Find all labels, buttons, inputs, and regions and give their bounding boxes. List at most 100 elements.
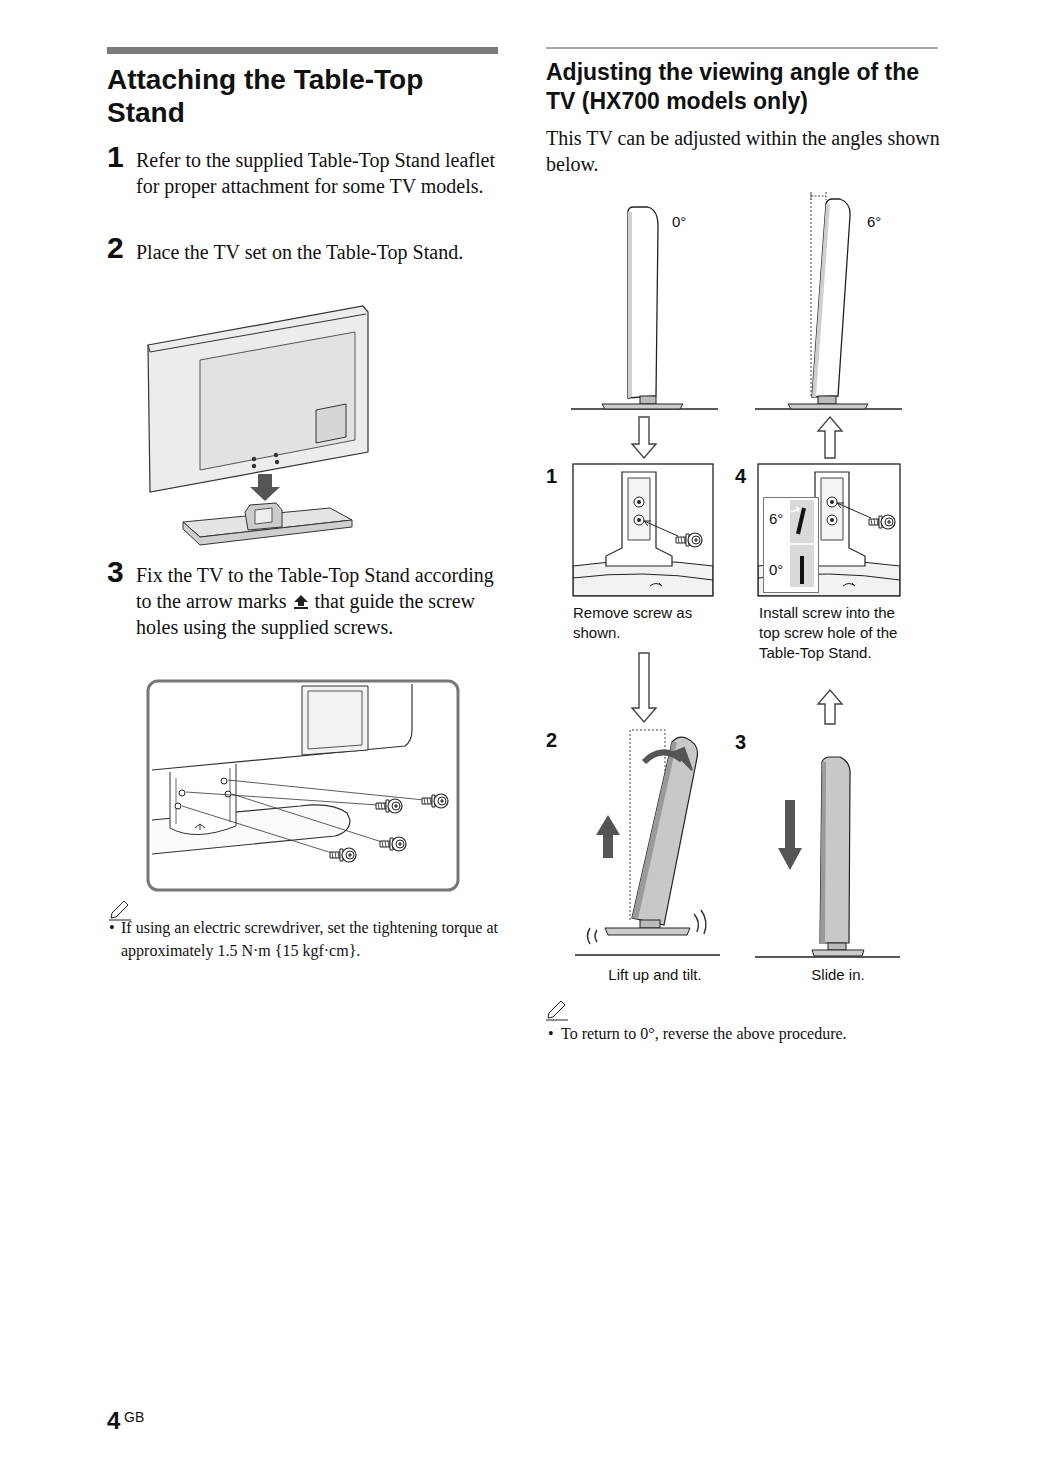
- step-number: 4: [735, 464, 746, 488]
- step-paragraph: Fix the TV to the Table-Top Stand accord…: [136, 562, 501, 640]
- screw-removal-panel-part: [573, 472, 713, 596]
- screw-fixing-illustration-part: [422, 794, 448, 808]
- screw-fixing-illustration-part: [152, 684, 412, 770]
- lift-tilt-illustration-part: [588, 928, 598, 944]
- step-number: 1: [546, 464, 557, 488]
- screw-fixing-illustration-part: [176, 768, 230, 824]
- screw-fixing-illustration-part: [179, 790, 185, 796]
- tv-back-illustration-part: [275, 460, 279, 464]
- arrow-mark-icon-part: [294, 607, 308, 609]
- tv-back-illustration-part: [245, 503, 282, 530]
- screw-install-panel-part-part-part: [830, 518, 834, 522]
- lift-tilt-illustration-part: [640, 920, 660, 928]
- lift-tilt-illustration-part: [694, 910, 706, 934]
- angle-pictogram-part: [790, 500, 814, 587]
- screw-removal-panel-part-part: [637, 500, 641, 504]
- step-panel: 3Slide in.: [733, 730, 915, 990]
- step-panel: 2Lift up and tilt.: [540, 728, 747, 990]
- intro-text: This TV can be adjusted within the angle…: [546, 125, 941, 177]
- screw-fixing-illustration-part: [175, 803, 181, 809]
- screw-install-panel-part: [758, 472, 900, 596]
- slide-in-illustration: [755, 757, 900, 957]
- screw-removal-panel-part: [573, 464, 713, 596]
- note-text: To return to 0°, reverse the above proce…: [561, 1022, 961, 1045]
- tv-side-upright-part: [628, 207, 658, 398]
- screw-fixing-illustration-part: [380, 837, 406, 851]
- arrow-mark-icon-part: [294, 595, 308, 606]
- slide-in-illustration-part: [828, 943, 846, 950]
- step-number: 3: [735, 730, 746, 754]
- screw-fixing-illustration: [148, 681, 458, 890]
- lift-tilt-illustration-part: [674, 748, 692, 770]
- bullet: •: [548, 1022, 554, 1045]
- flow-arrow: [632, 417, 656, 458]
- screw-install-panel-part-part: [837, 503, 844, 508]
- screw-removal-panel-part-part: [606, 472, 672, 566]
- step-number: 2: [546, 728, 557, 752]
- step-number: 3: [107, 555, 124, 589]
- screw-fixing-illustration-part: [182, 780, 424, 853]
- angle-inset: 6° 0°: [763, 497, 819, 593]
- lift-tilt-illustration-part: [632, 742, 677, 919]
- screw-fixing-illustration-part: [170, 764, 236, 835]
- step-text: Refer to the supplied Table-Top Stand le…: [136, 147, 501, 199]
- tv-side-tilted-part: [788, 404, 868, 409]
- page-number: 4: [107, 1407, 120, 1435]
- tv-back-illustration-part: [274, 453, 278, 457]
- angle-pictogram-part: [790, 543, 814, 545]
- tv-side-upright: [571, 207, 718, 409]
- step-caption: Install screw into the top screw hole of…: [759, 603, 907, 663]
- screw-install-panel-part: [758, 464, 900, 596]
- screw-fixing-illustration-part: [221, 778, 227, 784]
- screw-removal-panel-part-part: [634, 515, 644, 525]
- screw-install-panel: [758, 464, 900, 596]
- screw-removal-panel-part-part: [634, 497, 644, 507]
- tv-back-illustration: [148, 306, 368, 545]
- section-heading: Adjusting the viewing angle of the TV (H…: [546, 58, 946, 116]
- note-icon-part: [111, 901, 128, 918]
- tv-back-illustration-part: [252, 464, 256, 468]
- tv-back-illustration-part: [200, 332, 355, 470]
- angle-label: 6°: [769, 509, 783, 529]
- screw-removal-panel-part-part: [573, 574, 713, 580]
- note-text: If using an electric screwdriver, set th…: [121, 916, 501, 962]
- angle-pictogram-part: [798, 508, 804, 534]
- arrow-mark-icon: [293, 594, 309, 610]
- screw-fixing-illustration-part: [195, 824, 205, 830]
- angle-figure: 6°: [752, 190, 904, 411]
- slide-in-illustration-part: [812, 950, 864, 956]
- note-icon: [546, 1001, 568, 1020]
- screw-removal-panel-part-part: [637, 518, 641, 522]
- tv-side-upright-part: [628, 212, 632, 398]
- tv-side-tilted-part: [811, 192, 826, 200]
- screw-install-panel-part-part-part: [830, 500, 834, 504]
- screw-removal-panel-part-part: [644, 521, 678, 536]
- screw-fixing-illustration-part: [148, 681, 458, 890]
- screw-install-panel-part-part-part: [827, 515, 837, 525]
- note-icon-part: [546, 1020, 568, 1021]
- tv-side-tilted-part: [811, 194, 812, 398]
- screw-install-panel-part-part-part: [821, 478, 843, 540]
- flow-arrow: [632, 653, 656, 722]
- tv-back-illustration-part: [250, 474, 280, 501]
- flow-arrow: [818, 417, 842, 458]
- angle-label: 0°: [672, 212, 686, 232]
- slide-in-illustration-part: [778, 800, 802, 870]
- step-caption: Remove screw as shown.: [573, 603, 718, 643]
- flow-arrow: [818, 690, 842, 724]
- screw-fixing-illustration-part: [330, 848, 356, 862]
- heading-rule: [546, 48, 938, 49]
- tv-side-tilted-part: [818, 396, 836, 404]
- screw-install-panel-part-part-part: [843, 583, 855, 586]
- tv-side-tilted: [755, 192, 902, 409]
- screw-install-panel-part-part: [837, 503, 871, 518]
- angle-label: 0°: [769, 560, 783, 580]
- tv-back-illustration-part: [148, 306, 368, 492]
- tv-back-illustration-part: [255, 508, 272, 524]
- step-caption: Lift up and tilt.: [565, 965, 745, 985]
- note-icon: [109, 901, 131, 920]
- screw-fixing-illustration-part: [376, 799, 402, 813]
- lift-tilt-illustration-part: [575, 954, 720, 955]
